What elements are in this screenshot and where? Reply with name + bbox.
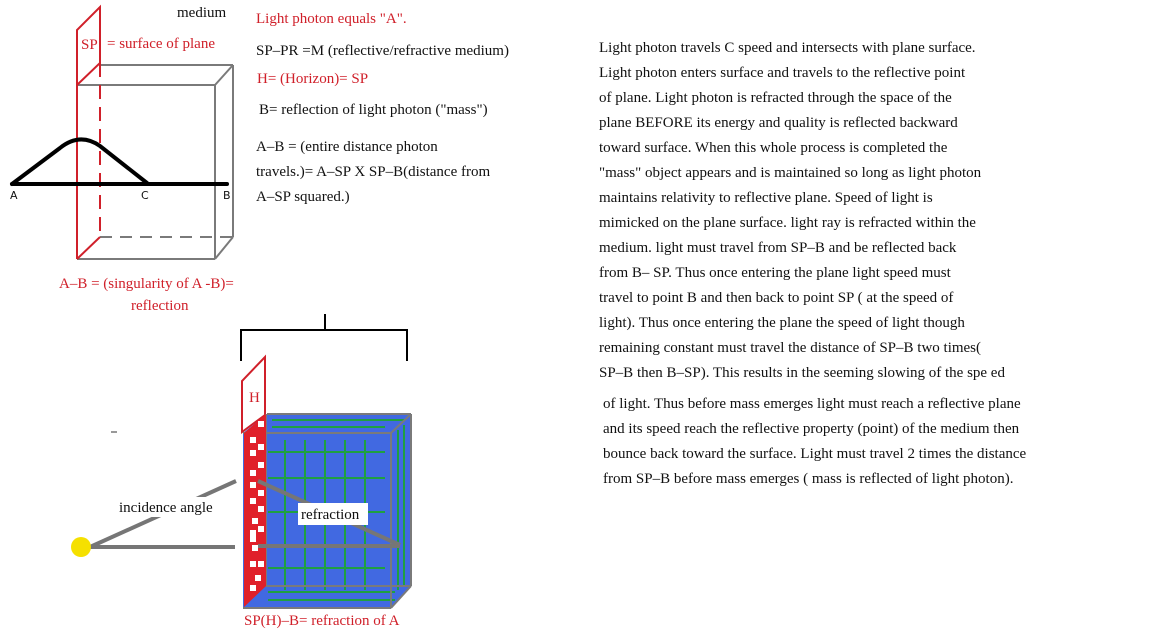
ab-definition-2: travels.)= A–SP X SP–B(distance from <box>256 164 490 180</box>
definitions: Light photon equals "A". SP–PR =M (refle… <box>256 11 509 205</box>
explanation-line: mimicked on the plane surface. light ray… <box>599 215 976 231</box>
photon-path <box>10 137 229 186</box>
explanation-line: and its speed reach the reflective prope… <box>603 421 1020 437</box>
horizon-definition: H= (Horizon)= SP <box>257 71 368 87</box>
medium-label: medium <box>177 5 226 21</box>
explanation-line: remaining constant must travel the dista… <box>599 340 981 356</box>
explanation-line: Light photon travels C speed and interse… <box>599 40 976 56</box>
refraction-label-box <box>298 503 368 525</box>
explanation-line: maintains relativity to reflective plane… <box>599 190 933 206</box>
singularity-line1: A–B = (singularity of A -B)= <box>59 276 234 292</box>
explanation-line: medium. light must travel from SP–B and … <box>599 240 957 256</box>
light-source-icon <box>71 537 91 557</box>
explanation-line: Light photon enters surface and travels … <box>599 65 966 81</box>
point-b-label: B <box>223 189 231 202</box>
explanation-line: light). Thus once entering the plane the… <box>599 315 965 331</box>
h-label: H <box>249 390 260 406</box>
sp-definition: = surface of plane <box>107 36 215 52</box>
explanation-line: SP–B then B–SP). This results in the see… <box>599 365 1005 381</box>
point-c-label: C <box>141 189 149 202</box>
ab-definition-1: A–B = (entire distance photon <box>256 139 438 155</box>
explanation-text: Light photon travels C speed and interse… <box>599 40 1027 487</box>
sp-label: SP <box>81 37 98 53</box>
photon-definition: Light photon equals "A". <box>256 11 407 27</box>
refraction-label: refraction <box>301 507 360 523</box>
top-diagram: A C B medium SP = surface of plane A–B =… <box>10 4 234 314</box>
explanation-line: from B– SP. Thus once entering the plane… <box>599 265 952 281</box>
point-a-label: A <box>10 189 18 202</box>
explanation-line: of plane. Light photon is refracted thro… <box>599 90 952 106</box>
singularity-line2: reflection <box>131 298 189 314</box>
explanation-line: travel to point B and then back to point… <box>599 290 953 306</box>
b-definition: B= reflection of light photon ("mass") <box>259 102 488 118</box>
explanation-line: from SP–B before mass emerges ( mass is … <box>603 471 1013 487</box>
explanation-line: of light. Thus before mass emerges light… <box>603 396 1021 412</box>
ab-definition-3: A–SP squared.) <box>256 189 350 205</box>
surface-plane <box>76 4 101 260</box>
incidence-label: incidence angle <box>119 500 213 516</box>
bottom-caption: SP(H)–B= refraction of A <box>244 613 400 629</box>
explanation-line: plane BEFORE its energy and quality is r… <box>599 115 958 131</box>
explanation-line: "mass" object appears and is maintained … <box>599 165 982 181</box>
bracket <box>240 314 408 361</box>
sp-pr-definition: SP–PR =M (reflective/refractive medium) <box>256 43 509 59</box>
bottom-diagram: H <box>71 314 412 629</box>
explanation-line: toward surface. When this whole process … <box>599 140 948 156</box>
explanation-line: bounce back toward the surface. Light mu… <box>603 446 1027 462</box>
incidence-label-box <box>116 497 224 517</box>
h-plane <box>241 354 266 434</box>
